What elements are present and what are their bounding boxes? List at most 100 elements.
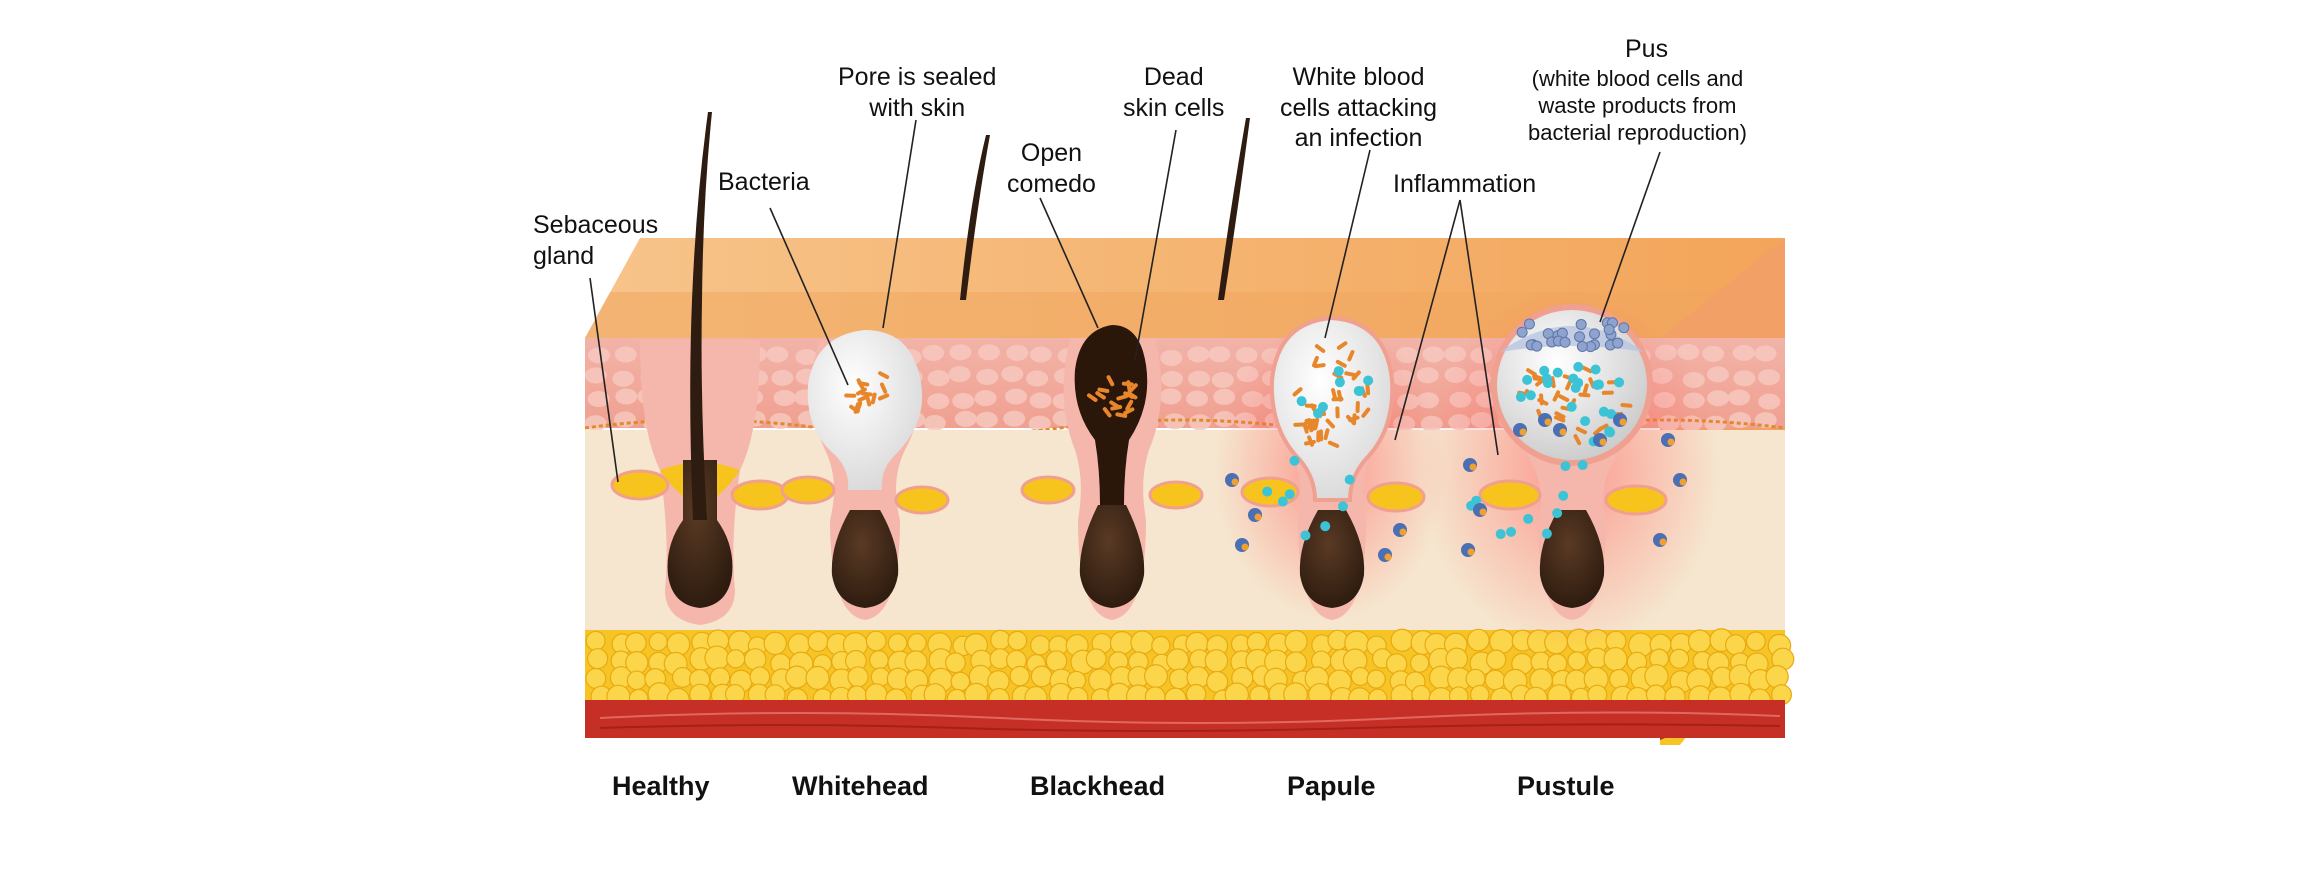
fat-cell [1168, 668, 1190, 690]
epidermis-cell [1004, 388, 1027, 405]
epidermis-cell [614, 346, 637, 363]
epidermis-cell [615, 388, 638, 405]
fat-cell [1327, 629, 1349, 651]
epidermis-cell [927, 393, 950, 410]
epidermis-cell [1422, 346, 1445, 363]
white-blood-cell [1337, 501, 1348, 512]
fat-cell [945, 652, 966, 674]
epidermis-cell [773, 389, 796, 406]
white-blood-cell [1539, 365, 1550, 376]
bacterium [1325, 418, 1336, 429]
fat-cell [807, 630, 829, 653]
bacterium [1335, 359, 1347, 368]
bacterium [1106, 375, 1115, 387]
epidermis-cell [974, 390, 997, 407]
white-blood-cell [1558, 490, 1569, 501]
white-blood-cell [1515, 391, 1526, 402]
epidermis-cell [952, 392, 975, 409]
fat-cell [1745, 631, 1766, 652]
fat-cell [1204, 649, 1229, 673]
leader-white-blood [1324, 149, 1371, 339]
white-blood-cell [1523, 513, 1534, 524]
bacterium [844, 393, 857, 398]
epidermis-cell [1006, 344, 1029, 361]
epidermis-cell [795, 349, 818, 366]
fat-cell [1609, 668, 1630, 690]
pus-particle [1559, 336, 1571, 348]
fat-cell [887, 633, 908, 653]
stage-blackhead: Blackhead [1030, 771, 1166, 801]
leader-lines [589, 119, 1661, 483]
bacterium [855, 401, 863, 413]
label-pus-detail: (white blood cells and waste products fr… [1528, 66, 1747, 145]
fat-cell [648, 632, 668, 652]
white-blood-cell [1344, 474, 1355, 485]
label-inflammation: Inflammation [1393, 170, 1537, 198]
fat-cell [1009, 665, 1031, 687]
epidermis-cell [1161, 370, 1184, 387]
bacterium [1344, 371, 1357, 377]
bacterium [1323, 428, 1330, 441]
whitehead-hair-shaft [960, 135, 990, 300]
fat-cell [1130, 630, 1155, 655]
fat-cell [1725, 634, 1747, 656]
papule-core [1269, 315, 1395, 502]
fat-cell [785, 665, 809, 689]
epidermis-cell [1028, 415, 1051, 432]
label-white-blood-cells: White blood cells attacking an infection [1280, 63, 1438, 152]
bacterium [870, 392, 877, 405]
pus-particle [1618, 322, 1630, 334]
white-blood-cell [1560, 461, 1571, 472]
white-blood-cell-marks [1262, 361, 1625, 541]
epidermis-cell [1758, 393, 1781, 410]
epidermis-cell [976, 368, 999, 385]
healthy-hair-shaft [690, 112, 712, 520]
fat-cell [907, 633, 927, 653]
white-blood-cell [1284, 489, 1295, 500]
epidermis-cell [977, 344, 1000, 361]
immune-cell-marks [1225, 317, 1687, 562]
leader-open-comedo [1039, 197, 1099, 329]
epidermis-cell [1003, 410, 1026, 427]
pus-particle [1589, 328, 1601, 340]
bacterium [860, 391, 873, 397]
bacterium [1126, 380, 1132, 393]
white-blood-cell [1573, 361, 1584, 372]
white-blood-cell [1363, 375, 1374, 386]
fat-cell [625, 651, 649, 675]
white-blood-cell [1334, 377, 1345, 388]
epidermis-cell [1754, 345, 1777, 362]
epidermis-cell [1706, 366, 1729, 383]
white-blood-cell [1577, 460, 1588, 471]
fat-cell [1066, 670, 1087, 691]
epidermis-cell [1029, 392, 1052, 409]
white-blood-cell [1506, 526, 1517, 537]
epidermis-cell [1026, 370, 1049, 387]
epidermis-cell [612, 370, 635, 387]
label-open-comedo: Open comedo [1007, 139, 1096, 198]
white-blood-cell [1354, 386, 1365, 397]
label-dead-skin-cells: Dead skin cells [1123, 63, 1225, 122]
stage-pustule: Pustule [1517, 771, 1615, 801]
epidermis-cell [1208, 346, 1231, 363]
epidermis-cell [769, 412, 792, 429]
fat-cell [624, 632, 647, 654]
pus-particle [1612, 337, 1624, 349]
bacterium [879, 382, 888, 394]
whitehead-plug [807, 330, 923, 490]
bacterium [1355, 401, 1360, 414]
white-blood-cell [1552, 508, 1563, 519]
bacterium [1553, 415, 1566, 423]
fat-cell [868, 650, 889, 670]
fat-cell [1030, 634, 1051, 656]
fat-cell [865, 630, 887, 652]
fat-cell [626, 670, 647, 691]
white-blood-cell [1541, 528, 1552, 539]
white-blood-cell [1320, 521, 1331, 532]
epidermis-cell [1001, 366, 1024, 383]
blackhead-hair-shaft [1218, 118, 1250, 300]
bacterium [1351, 370, 1361, 381]
epidermis-cell [1235, 347, 1258, 364]
whitehead-follicle [780, 135, 990, 620]
